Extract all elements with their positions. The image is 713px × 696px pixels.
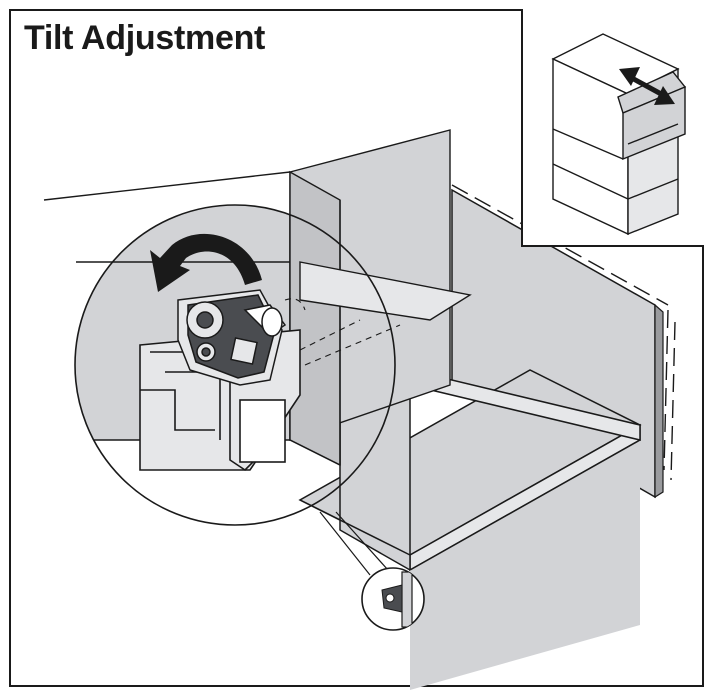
inset-panel — [521, 9, 704, 247]
page-title: Tilt Adjustment — [24, 19, 266, 57]
cabinet-inset-illustration — [551, 33, 687, 236]
double-arrow-icon — [619, 67, 675, 105]
leader-lines — [319, 511, 389, 576]
magnifier-circle — [74, 204, 396, 526]
curved-arrow-icon — [150, 233, 262, 292]
drawer-box — [298, 328, 642, 690]
hint-lines — [284, 298, 401, 366]
detail-circle — [361, 567, 425, 631]
tilt-cam — [177, 289, 287, 386]
